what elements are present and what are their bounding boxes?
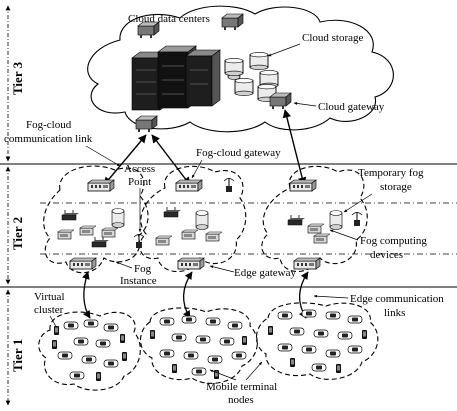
mobile-terminal-pointer-right — [245, 361, 263, 381]
fog-computing-devices-pointer — [329, 229, 359, 241]
access-point-icon — [133, 233, 145, 249]
fog-cloud-links — [103, 109, 307, 186]
tier2-label: Tier 2 — [10, 217, 25, 250]
fog-computing-devices-label-line2: devices — [370, 249, 403, 261]
edge-gateway-pointer — [209, 265, 235, 273]
edge-comm-links-pointer — [313, 294, 349, 299]
cloud-data-centers-label: Cloud data centers — [128, 13, 210, 25]
fog-computing-devices-label-line1: Fog computing — [360, 235, 427, 247]
virtual-cluster-middle — [139, 307, 258, 384]
fog-instance-label-line2: Instance — [120, 275, 157, 287]
mobile-terminal-pointer-left — [209, 369, 237, 381]
fog-cluster-left — [43, 165, 149, 274]
cloud-storage-pointer — [267, 43, 301, 57]
tier1-label: Tier 1 — [10, 339, 25, 372]
virtual-cluster-label-line2: cluster — [34, 304, 64, 316]
fog-instance-pointer — [115, 261, 133, 269]
fog-cloud-link-label-line1: Fog-cloud — [26, 119, 72, 131]
cloud-gateway-label: Cloud gateway — [318, 101, 385, 113]
access-point-label-line2: Point — [128, 176, 151, 188]
mobile-terminal-label-line1: Mobile terminal — [206, 381, 277, 393]
cloud-gateway-pointer — [293, 102, 317, 107]
fog-cloud-gateway-pointer — [191, 159, 203, 179]
data-center-servers-icon — [131, 45, 221, 111]
virtual-cluster-label-line1: Virtual — [34, 291, 65, 303]
mobile-terminal-label-line2: nodes — [228, 394, 254, 406]
fog-cloud-gateway-label: Fog-cloud gateway — [196, 147, 281, 159]
fog-instance-label-line1: Fog — [134, 263, 152, 275]
fog-cluster-middle — [139, 165, 247, 273]
virtual-cluster-right — [255, 302, 379, 380]
cloud-storage-label: Cloud storage — [302, 32, 364, 44]
fog-cluster-right — [261, 165, 368, 273]
edge-comm-links-label-line2: links — [384, 307, 405, 319]
fog-cloud-link-pointer — [85, 145, 121, 167]
temp-fog-storage-pointer — [343, 193, 373, 213]
fog-cloud-link-label-line2: communication link — [4, 133, 93, 145]
edge-comm-links-label-line1: Edge communication — [350, 293, 444, 305]
edge-gateway-label: Edge gateway — [234, 267, 296, 279]
tier-dividers — [0, 163, 457, 288]
temp-fog-storage-label-line2: storage — [380, 181, 412, 193]
access-point-label-line1: Access — [124, 163, 155, 175]
temp-fog-storage-label-line1: Temporary fog — [358, 167, 424, 179]
virtual-cluster-left — [38, 311, 141, 391]
tier3-label: Tier 3 — [10, 61, 25, 95]
